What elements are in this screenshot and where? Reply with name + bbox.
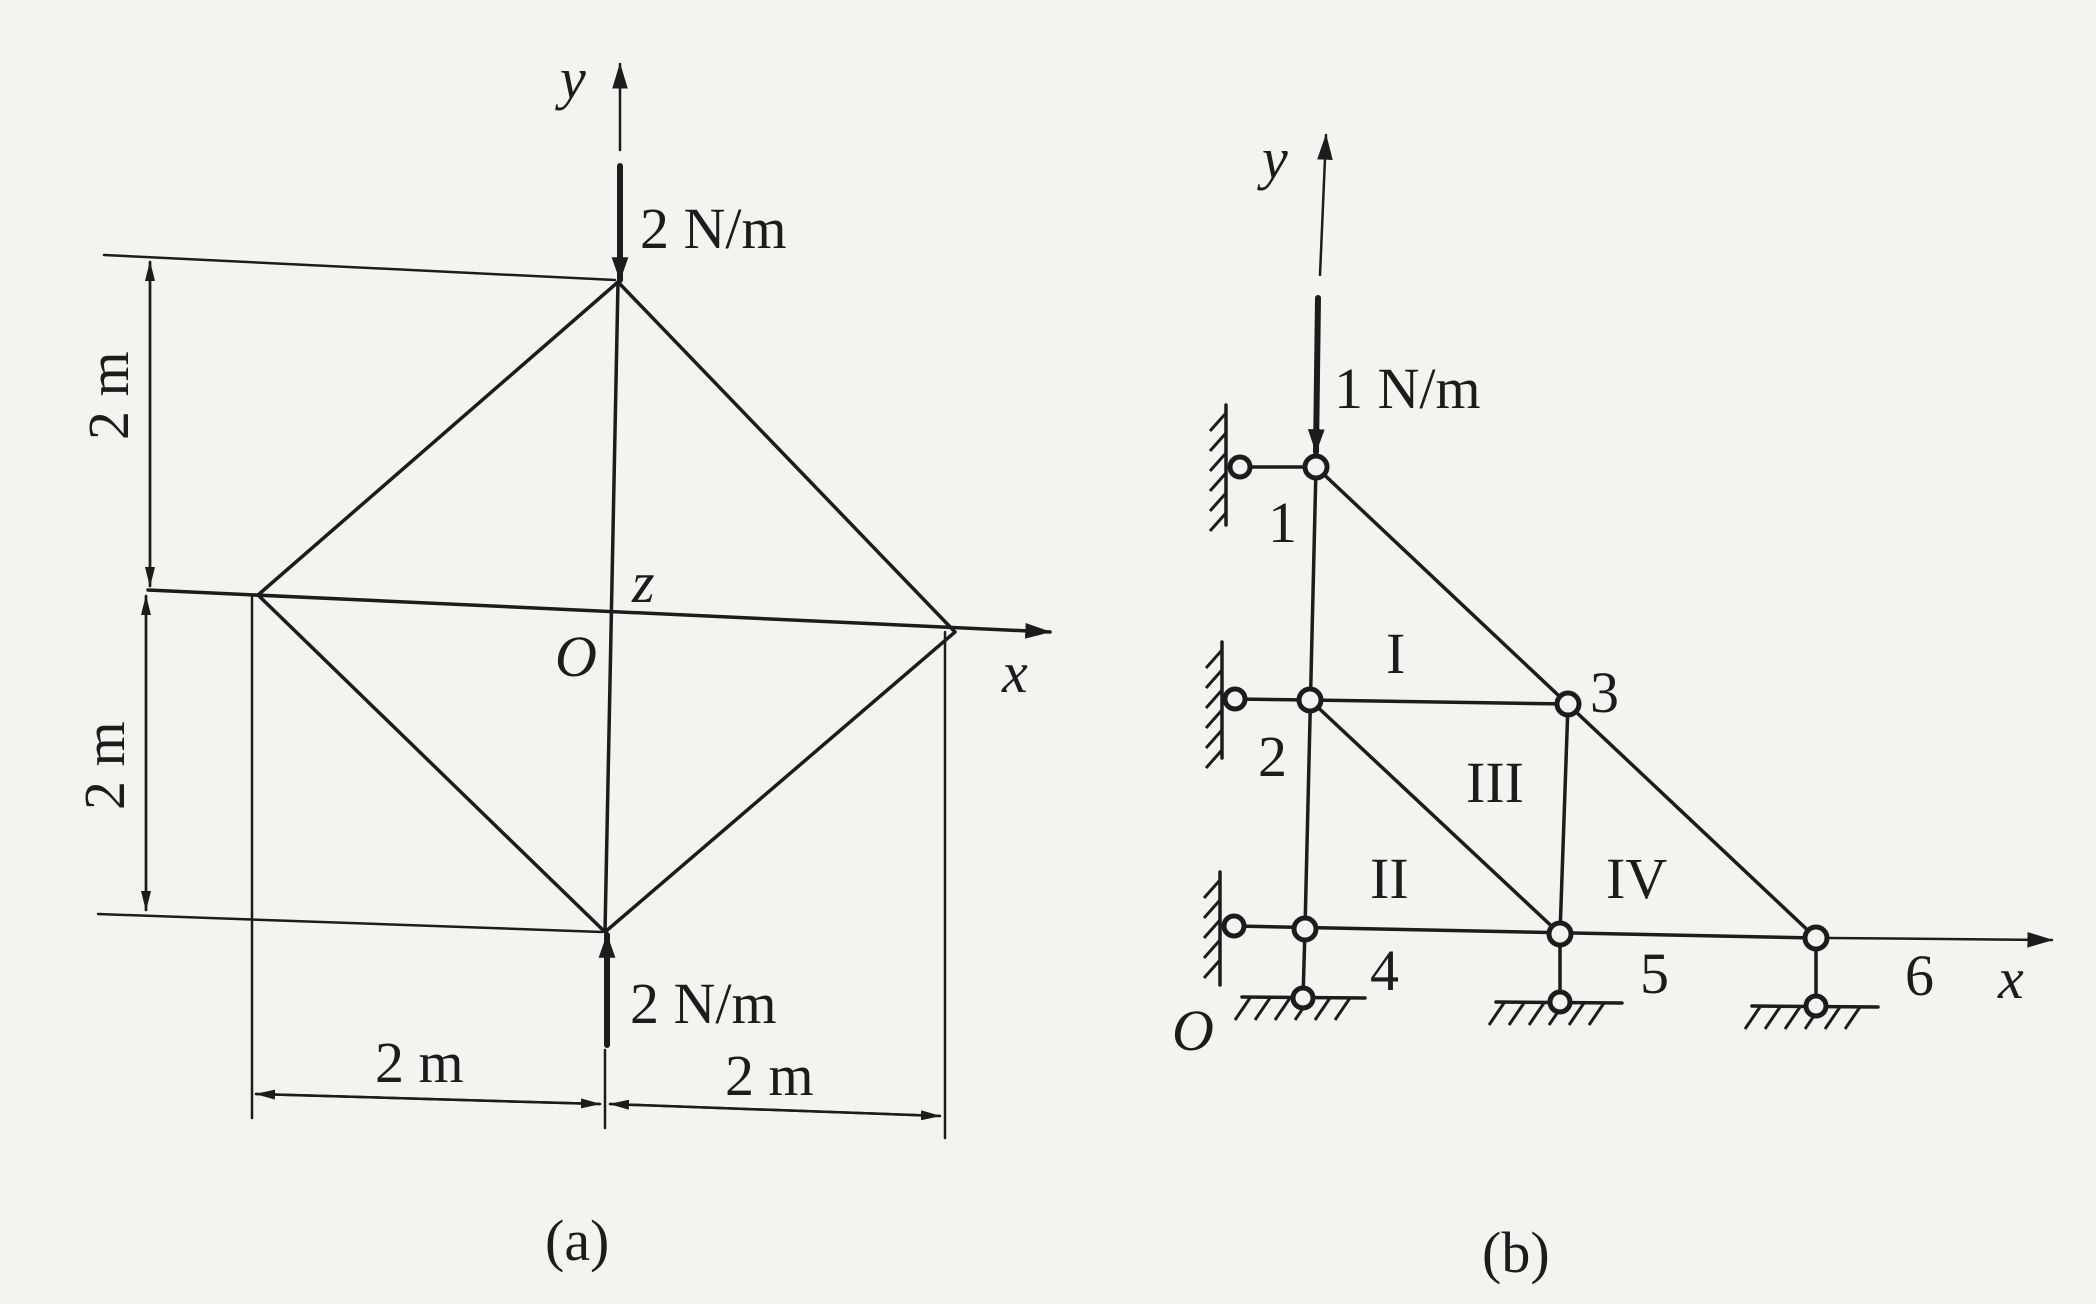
fig-b-wall-pin-1 [1227, 454, 1253, 480]
fig-b-y-label: y [1257, 126, 1288, 191]
fig-b-element-label-I: I [1386, 621, 1405, 686]
fig-b-x-axis-arrow [1828, 931, 2054, 948]
fig-b-node-label-4: 4 [1370, 938, 1399, 1003]
fig-b-wall-support-4 [1202, 870, 1222, 987]
fig-b-member-4-6 [1234, 924, 1818, 940]
fig-a-y-label: y [555, 46, 586, 111]
fig-b-node-4 [1291, 915, 1319, 943]
fig-b-element-label-IV: IV [1606, 846, 1667, 911]
fig-b-node-2 [1296, 686, 1324, 714]
fig-a-dim-left-label: 2 m [375, 1030, 464, 1095]
fig-a-dim-left-arrow-r [254, 1092, 602, 1109]
fig-b-node-label-6: 6 [1905, 943, 1934, 1008]
fig-b-member-2-5 [1308, 698, 1562, 936]
fig-b-node-label-1: 1 [1268, 490, 1297, 555]
fig-b-element-label-III: III [1466, 750, 1524, 815]
fig-b-member-3-5 [1558, 702, 1570, 936]
fig-b-wall-support-2 [1204, 640, 1224, 769]
fig-b-wall-pin-2 [1222, 686, 1248, 712]
fig-b-ground-pin-5 [1547, 989, 1573, 1015]
fig-b-y-axis-arrow [1317, 133, 1333, 277]
fig-b-ground-pin-6 [1803, 993, 1829, 1019]
fig-a-vertical-member [603, 280, 620, 934]
fig-a-caption: (a) [545, 1208, 609, 1273]
fig-a-diamond-truss [256, 280, 957, 934]
fig-a-ext-bottom [96, 912, 604, 934]
fig-b-node-1 [1302, 453, 1330, 481]
fig-a-dim-lower-label: 2 m [72, 721, 137, 810]
fig-b-caption: (b) [1482, 1220, 1550, 1285]
fig-a-load-top-label: 2 N/m [640, 196, 787, 261]
fig-b-node-5 [1546, 920, 1574, 948]
fig-b-node-label-5: 5 [1640, 941, 1669, 1006]
fig-b-origin-label: O [1172, 998, 1214, 1063]
fig-b-wall-support-1 [1208, 403, 1228, 532]
fig-b-wall-pin-4 [1221, 913, 1247, 939]
fig-b-load-label: 1 N/m [1334, 356, 1481, 421]
fig-a-z-label: z [631, 550, 655, 615]
fig-b-ground-pin-4 [1290, 985, 1316, 1011]
fig-a-load-bottom-label: 2 N/m [630, 971, 777, 1036]
fig-b-x-label: x [1997, 946, 2024, 1011]
fig-a-ext-top [102, 253, 617, 282]
fig-b-node-3 [1554, 690, 1582, 718]
fig-a-origin-label: O [555, 624, 597, 689]
fig-b-node-label-2: 2 [1258, 724, 1287, 789]
fig-a-dim-upper-label: 2 m [76, 351, 141, 440]
fig-a-dim-right-label: 2 m [725, 1043, 814, 1108]
figure-b: y 1 N/m x O [1172, 126, 2054, 1285]
fig-b-load-arrow [1307, 295, 1325, 455]
fig-a-x-axis [146, 588, 1052, 639]
fig-b-node-6 [1802, 924, 1830, 952]
figure-a: 2 N/m 2 N/m y x z O 2 m 2 m 2 m 2 m (a) [72, 46, 1052, 1273]
fig-a-dim-right-arrow-l [608, 1099, 942, 1118]
fig-b-member-2-3 [1308, 698, 1570, 706]
fig-a-x-label: x [1001, 640, 1028, 705]
fig-b-node-label-3: 3 [1590, 660, 1619, 725]
fig-b-element-label-II: II [1370, 846, 1409, 911]
